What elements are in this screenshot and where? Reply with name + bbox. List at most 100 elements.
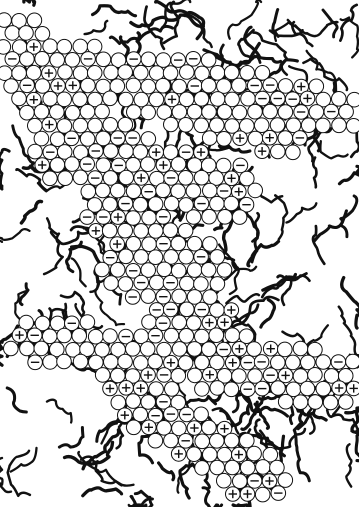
particle-circle (202, 105, 217, 120)
particle-neutral (210, 277, 225, 292)
particle-positive (263, 341, 278, 356)
particle-positive (156, 158, 171, 173)
particle-neutral (72, 329, 87, 344)
particle-neutral (286, 355, 301, 370)
particle-circle (104, 65, 119, 80)
particle-neutral (148, 224, 163, 239)
particle-circle (172, 79, 187, 94)
particle-neutral (179, 118, 194, 133)
particle-negative (80, 210, 95, 225)
particle-positive (332, 381, 347, 396)
particle-positive (111, 210, 126, 225)
particle-neutral (80, 315, 95, 330)
particle-negative (179, 407, 194, 422)
particle-neutral (278, 79, 293, 94)
particle-negative (178, 434, 193, 449)
particle-neutral (95, 104, 110, 119)
particle-circle (164, 117, 179, 132)
particle-neutral (217, 447, 232, 462)
particle-circle (178, 171, 193, 186)
particle-circle (58, 171, 73, 186)
particle-circle (73, 118, 88, 133)
particle-circle (50, 132, 65, 147)
particle-neutral (240, 460, 255, 475)
particle-neutral (308, 368, 323, 383)
particle-neutral (203, 290, 218, 305)
particle-positive (89, 224, 104, 239)
particle-neutral (19, 26, 34, 41)
particle-circle (247, 446, 262, 461)
particle-neutral (81, 78, 96, 93)
particle-neutral (224, 433, 239, 448)
particle-neutral (233, 474, 248, 489)
particle-negative (271, 91, 286, 106)
particle-circle (118, 354, 133, 369)
particle-circle (278, 394, 293, 409)
particle-neutral (118, 65, 133, 80)
particle-circle (217, 263, 232, 278)
particle-circle (80, 315, 95, 330)
particle-negative (188, 79, 203, 94)
particle-circle (178, 356, 193, 371)
particle-circle (119, 249, 134, 264)
particle-negative (20, 78, 35, 93)
particle-circle (203, 237, 218, 252)
particle-neutral (332, 92, 347, 107)
particle-neutral (65, 157, 80, 172)
particle-neutral (180, 302, 195, 317)
particle-circle (194, 277, 209, 292)
particle-circle (118, 117, 133, 132)
particle-neutral (172, 315, 187, 330)
particle-negative (247, 78, 262, 93)
particle-neutral (254, 118, 269, 133)
particle-neutral (202, 209, 217, 224)
particle-circle (126, 420, 141, 435)
particle-neutral (126, 158, 141, 173)
particle-neutral (202, 420, 217, 435)
particle-circle (216, 158, 231, 173)
particle-circle (20, 52, 35, 67)
particle-negative (27, 328, 42, 343)
particle-circle (224, 65, 239, 80)
particle-circle (80, 104, 95, 119)
particle-neutral (134, 250, 149, 265)
particle-circle (300, 381, 315, 396)
particle-positive (232, 342, 247, 357)
particle-circle (195, 434, 210, 449)
particle-circle (148, 354, 163, 369)
particle-positive (262, 474, 277, 489)
particle-circle (316, 381, 331, 396)
particle-circle (241, 91, 256, 106)
particle-neutral (140, 342, 155, 357)
particle-neutral (12, 91, 27, 106)
particle-circle (73, 39, 88, 54)
particle-circle (194, 92, 209, 107)
particle-neutral (126, 78, 141, 93)
particle-circle (65, 157, 80, 172)
particle-circle (218, 210, 233, 225)
particle-neutral (88, 118, 103, 133)
particle-neutral (210, 434, 225, 449)
particle-neutral (104, 144, 119, 159)
particle-circle (339, 104, 354, 119)
particle-neutral (157, 262, 172, 277)
particle-negative (28, 355, 43, 370)
particle-neutral (73, 118, 88, 133)
particle-circle (88, 329, 103, 344)
particle-neutral (232, 210, 247, 225)
particle-neutral (286, 145, 301, 160)
particle-negative (148, 328, 163, 343)
particle-neutral (195, 382, 210, 397)
particle-circle (141, 289, 156, 304)
particle-circle (103, 118, 118, 133)
particle-neutral (102, 223, 117, 238)
particle-circle (88, 118, 103, 133)
particle-circle (210, 250, 225, 265)
particle-circle (171, 369, 186, 384)
particle-circle (172, 105, 187, 120)
particle-circle (248, 183, 263, 198)
particle-circle (156, 78, 171, 93)
particle-circle (278, 131, 293, 146)
particle-circle (232, 78, 247, 93)
particle-circle (96, 52, 111, 67)
